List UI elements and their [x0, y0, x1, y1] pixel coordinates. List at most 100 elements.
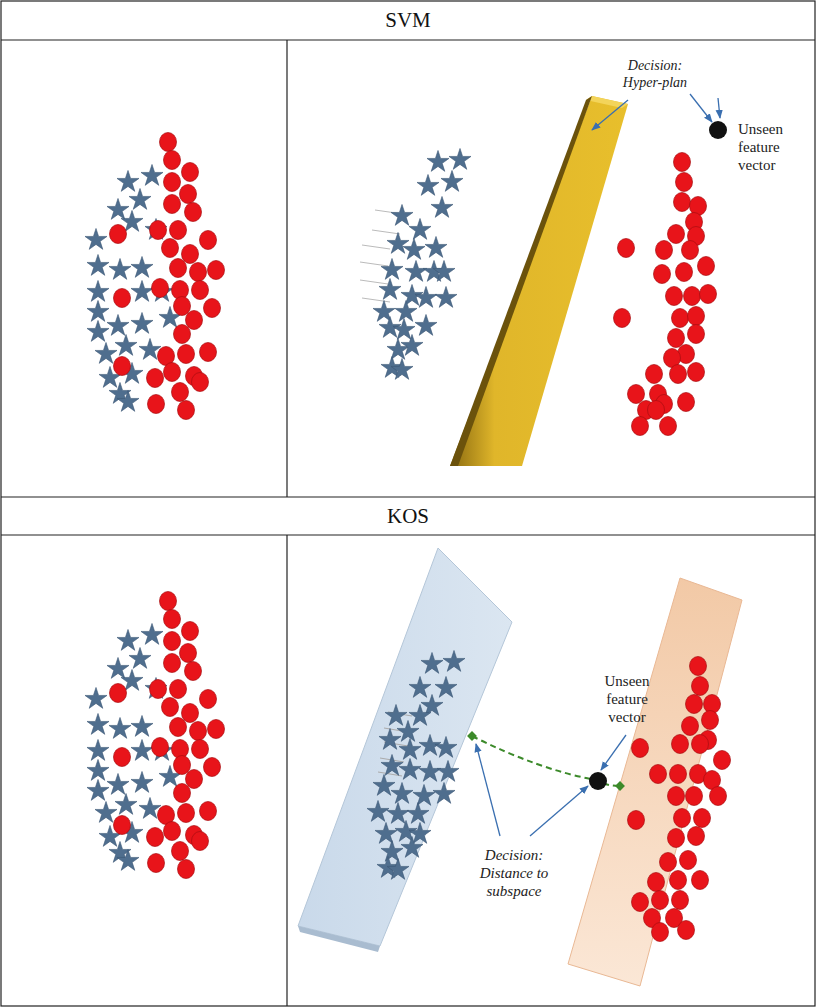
red-point — [200, 343, 217, 362]
red-point — [186, 770, 203, 789]
red-point — [648, 401, 665, 420]
star-point — [95, 801, 117, 822]
mixed-scatter — [85, 592, 224, 879]
red-point — [680, 851, 697, 870]
red-point — [686, 695, 703, 714]
red-point — [714, 751, 731, 770]
red-point — [668, 787, 685, 806]
star-point — [441, 170, 463, 191]
red-point — [190, 722, 207, 741]
star-point — [107, 314, 129, 335]
mixed-scatter — [85, 133, 224, 420]
star-point — [131, 771, 153, 792]
red-point — [147, 369, 164, 388]
red-point — [692, 871, 709, 890]
star-point — [409, 676, 431, 697]
star-point — [431, 196, 453, 217]
red-point — [628, 811, 645, 830]
star-point — [107, 198, 129, 219]
leader-lines — [476, 94, 720, 836]
red-point — [114, 289, 131, 308]
red-point — [178, 401, 195, 420]
star-point — [397, 720, 419, 741]
star-point — [391, 204, 413, 225]
red-point — [672, 309, 689, 328]
star-point — [87, 713, 109, 734]
star-point — [131, 715, 153, 736]
star-point — [141, 164, 163, 185]
red-point — [162, 239, 179, 258]
red-point — [164, 151, 181, 170]
red-point — [632, 893, 649, 912]
star-point — [379, 728, 401, 749]
red-point — [674, 809, 691, 828]
red-point — [192, 740, 209, 759]
red-point — [614, 309, 631, 328]
star-point — [141, 623, 163, 644]
star-point — [385, 704, 407, 725]
red-point — [170, 680, 187, 699]
star-point — [379, 278, 401, 299]
star-point — [427, 150, 449, 171]
star-point — [95, 342, 117, 363]
star-point — [409, 218, 431, 239]
header-band: KOS — [1, 497, 815, 535]
star-point — [87, 759, 109, 780]
red-point — [204, 299, 221, 318]
red-point — [692, 735, 709, 754]
red-point — [678, 393, 695, 412]
star-point — [437, 760, 459, 781]
red-point — [682, 241, 699, 260]
red-point — [628, 385, 645, 404]
star-subspace — [298, 548, 512, 946]
callout-label: Unseen feature vector — [592, 672, 662, 726]
star-point — [433, 260, 455, 281]
red-point — [670, 871, 687, 890]
star-point — [115, 334, 137, 355]
star-point — [443, 650, 465, 671]
red-point — [164, 363, 181, 382]
red-point — [148, 395, 165, 414]
red-point — [668, 329, 685, 348]
star-point — [433, 782, 455, 803]
red-point — [668, 225, 685, 244]
red-point — [200, 231, 217, 250]
red-point — [682, 717, 699, 736]
red-point — [632, 739, 649, 758]
red-point — [688, 307, 705, 326]
red-point — [182, 622, 199, 641]
star-point — [107, 657, 129, 678]
star-point — [109, 717, 131, 738]
star-point — [117, 170, 139, 191]
red-point — [702, 711, 719, 730]
red-point — [178, 860, 195, 879]
red-point — [147, 828, 164, 847]
red-point — [110, 684, 127, 703]
red-point — [186, 311, 203, 330]
red-point — [185, 662, 202, 681]
red-point — [652, 891, 669, 910]
red-point — [674, 193, 691, 212]
star-point — [117, 629, 139, 650]
red-point — [692, 677, 709, 696]
star-point — [381, 258, 403, 279]
star-point — [367, 800, 389, 821]
red-point — [114, 816, 131, 835]
star-point — [129, 188, 151, 209]
circle-subspace — [568, 578, 742, 986]
red-point — [164, 610, 181, 629]
star-point — [391, 358, 413, 379]
red-point — [656, 241, 673, 260]
star-point — [117, 390, 139, 411]
star-point — [435, 676, 457, 697]
star-point — [421, 652, 443, 673]
red-point — [178, 804, 195, 823]
red-point — [676, 173, 693, 192]
star-point — [401, 334, 423, 355]
star-point — [387, 338, 409, 359]
red-point — [676, 263, 693, 282]
star-point — [87, 254, 109, 275]
red-point — [185, 203, 202, 222]
red-point — [190, 263, 207, 282]
